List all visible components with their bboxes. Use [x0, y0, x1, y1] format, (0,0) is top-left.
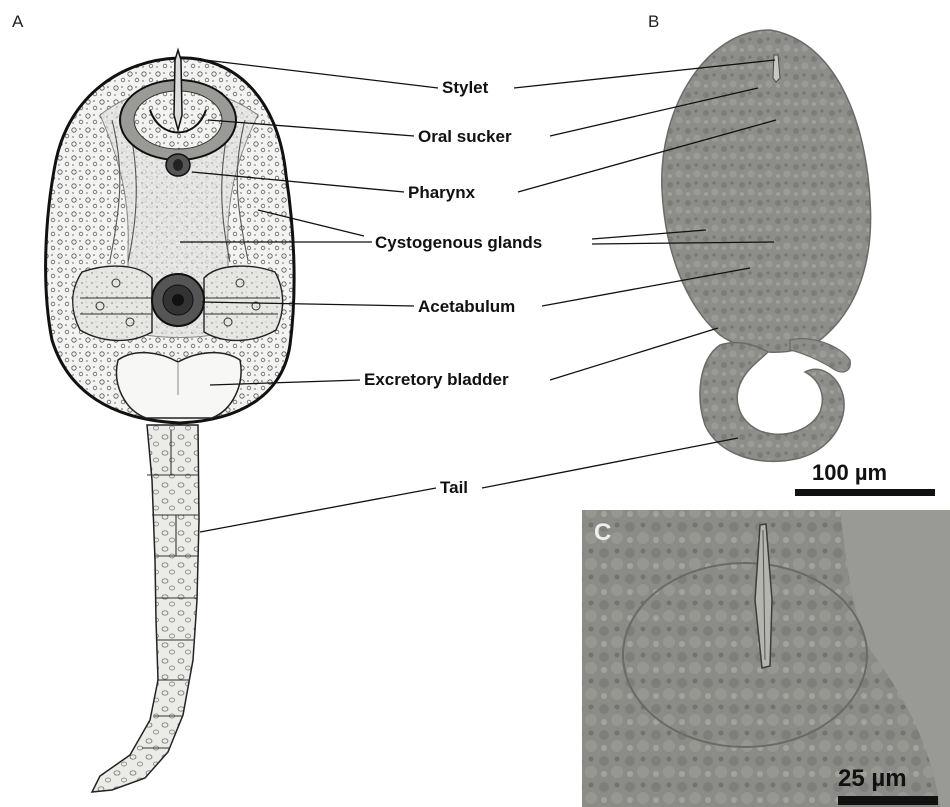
scale-bar-b — [795, 489, 935, 496]
panel-label-c: C — [594, 519, 611, 547]
panel-c-micrograph — [582, 510, 950, 807]
panel-a-drawing — [46, 50, 294, 792]
label-cystogenous-glands: Cystogenous glands — [375, 233, 542, 253]
scale-bar-b-label: 100 µm — [812, 460, 887, 486]
panel-label-a: A — [12, 12, 23, 32]
label-acetabulum: Acetabulum — [418, 297, 515, 317]
panel-b-micrograph — [662, 30, 871, 461]
scale-bar-c-label: 25 µm — [838, 765, 907, 793]
micrograph-body — [662, 30, 871, 352]
label-pharynx: Pharynx — [408, 183, 475, 203]
panel-label-b: B — [648, 12, 659, 32]
label-stylet: Stylet — [442, 78, 488, 98]
tail-drawing — [92, 425, 199, 792]
scale-bar-c — [838, 796, 938, 805]
label-oral-sucker: Oral sucker — [418, 127, 512, 147]
label-tail: Tail — [440, 478, 468, 498]
excretory-bladder-drawing — [117, 353, 242, 418]
label-excretory-bladder: Excretory bladder — [364, 370, 509, 390]
stylet-drawing — [174, 50, 182, 130]
